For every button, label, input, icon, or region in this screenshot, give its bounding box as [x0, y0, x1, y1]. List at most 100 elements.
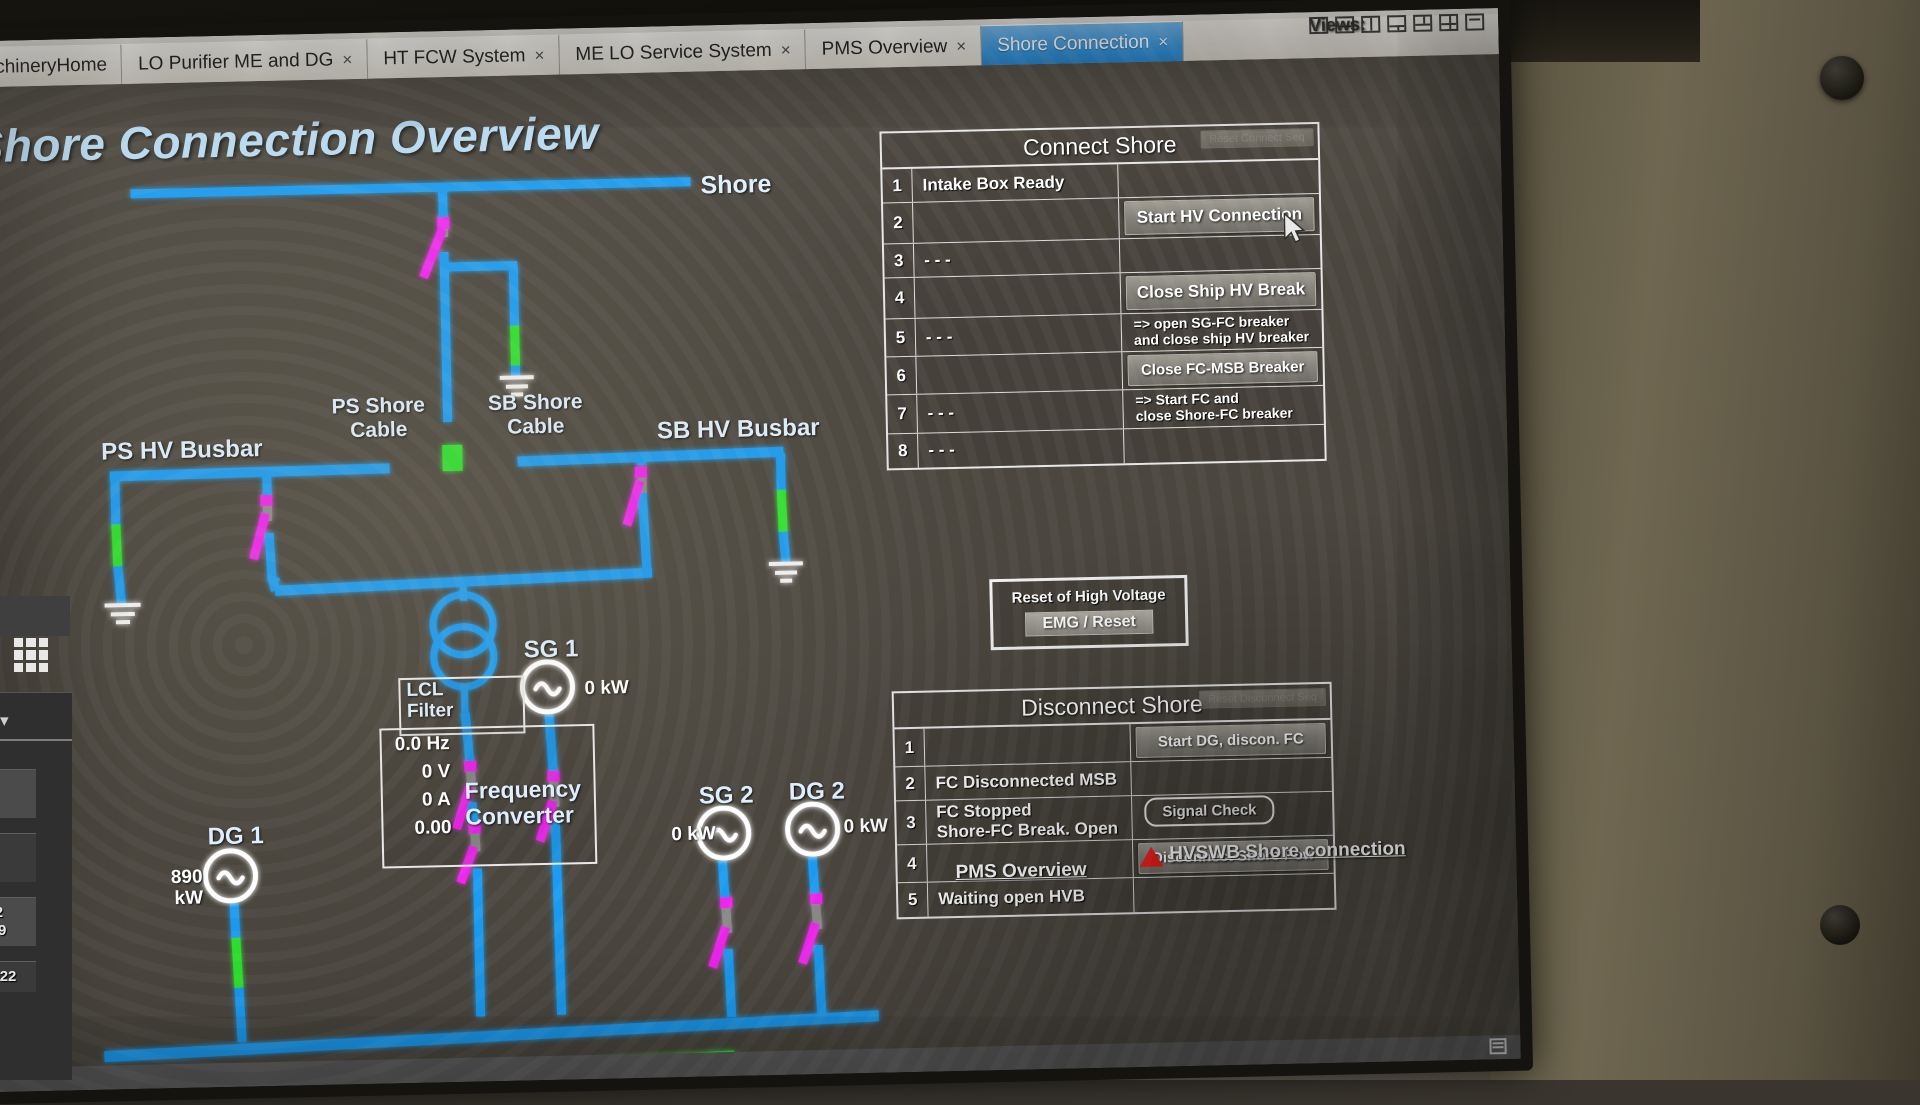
list-item: 6-07-2022: [0, 961, 36, 992]
row-status: FC Disconnected MSB: [925, 762, 1132, 799]
row-hint: => Start FC and close Shore-FC breaker: [1123, 386, 1324, 428]
reset-high-voltage-caption: Reset of High Voltage: [992, 586, 1184, 607]
generator-sg1-power: 0 kW: [584, 677, 629, 699]
fc-voltage-value: 0 V: [382, 761, 450, 784]
row-status: [915, 273, 1122, 317]
label-shore: Shore: [700, 170, 771, 200]
close-fc-msb-breaker-button[interactable]: Close FC-MSB Breaker: [1127, 351, 1318, 386]
close-icon[interactable]: ×: [342, 50, 352, 70]
label-ps-hv-busbar: PS HV Busbar: [101, 436, 263, 466]
list-item: 07-2022 5.51.379: [0, 897, 36, 946]
tab-label: ME LO Service System: [575, 39, 772, 65]
row-status: [916, 353, 1123, 394]
view-fullscreen-icon[interactable]: [1465, 13, 1484, 30]
tab-label: MachineryHome: [0, 54, 107, 79]
row-action: [1124, 425, 1325, 463]
view-three-top-icon[interactable]: [1413, 14, 1432, 31]
row-status: Intake Box Ready: [912, 164, 1119, 201]
generator-sg1-label: SG 1: [523, 636, 578, 664]
hmi-screen: MachineryHome LO Purifier ME and DG × HT…: [0, 8, 1521, 1092]
tab-label: Shore Connection: [997, 31, 1150, 56]
divider: [0, 739, 72, 741]
generator-dg1-power: 890 kW: [138, 866, 203, 910]
row-number: 8: [888, 433, 919, 468]
emg-reset-button[interactable]: EMG / Reset: [1025, 610, 1153, 637]
views-label: Views:: [1309, 14, 1366, 35]
row-number: 3: [896, 801, 927, 845]
row-status: Waiting open HVB: [928, 878, 1135, 916]
generator-sg2-power: 0 kW: [658, 823, 716, 846]
disconnect-shore-title: Disconnect Shore: [1021, 690, 1203, 721]
reset-high-voltage-box: Reset of High Voltage EMG / Reset: [989, 575, 1189, 650]
row-number: 2: [895, 767, 926, 801]
generator-dg1-label: DG 1: [207, 823, 264, 851]
close-icon[interactable]: ×: [1158, 32, 1168, 52]
row-action: [1118, 160, 1319, 197]
wall-fixture-upper: [1820, 56, 1864, 100]
row-number: 4: [885, 278, 916, 319]
shore-cable-status-indicator: [442, 445, 463, 471]
row-action: [1134, 874, 1335, 912]
tab-shore-connection[interactable]: Shore Connection ×: [981, 21, 1184, 65]
start-dg-disconnect-fc-button[interactable]: Start DG, discon. FC: [1135, 723, 1326, 758]
monitor-bezel: MachineryHome LO Purifier ME and DG × HT…: [0, 0, 1533, 1105]
view-four-quad-icon[interactable]: [1439, 14, 1458, 31]
connect-shore-table: Connect Shore Reset Connect Seq 1 Intake…: [879, 122, 1326, 470]
pms-overview-link[interactable]: PMS Overview: [955, 859, 1086, 884]
row-number: 5: [886, 319, 917, 357]
list-item: 7-2022 :30.113: [0, 833, 36, 882]
label-sb-shore-cable: SB Shore Cable: [480, 390, 591, 439]
tab-machineryhome[interactable]: MachineryHome: [0, 44, 123, 88]
fc-current-value: 0 A: [383, 789, 451, 812]
row-number: 4: [897, 845, 928, 883]
row-status: - - -: [917, 391, 1124, 433]
row-hint: => open SG-FC breaker and close ship HV …: [1121, 310, 1322, 352]
adjacent-app-title: S...: [0, 596, 70, 636]
close-ship-hv-break-button[interactable]: Close Ship HV Break: [1126, 272, 1317, 310]
hvswb-shore-connection-link[interactable]: HVSWB Shore connection: [1169, 838, 1406, 865]
tab-label: LO Purifier ME and DG: [138, 49, 334, 75]
row-number: 1: [882, 169, 913, 203]
tab-ht-fcw-system[interactable]: HT FCW System ×: [367, 34, 560, 78]
row-status: FC Stopped Shore-FC Break. Open: [926, 796, 1133, 844]
tab-me-lo-service-system[interactable]: ME LO Service System ×: [559, 29, 806, 74]
connect-shore-title: Connect Shore: [1023, 131, 1177, 161]
alarm-triangle-icon: [1139, 847, 1163, 868]
fc-power-factor-value: 0.00: [377, 817, 451, 840]
wifi-icon: ▾: [0, 711, 9, 731]
row-action: Close Ship HV Break: [1121, 269, 1322, 313]
row-number: 2: [883, 203, 914, 244]
tab-pms-overview[interactable]: PMS Overview ×: [805, 25, 981, 69]
tab-label: HT FCW System: [383, 45, 526, 70]
row-number: 5: [898, 883, 929, 918]
row-action: Start DG, discon. FC: [1130, 720, 1331, 761]
reset-disconnect-sequence-button[interactable]: Reset Disconnect Seq: [1199, 688, 1326, 709]
row-status: [924, 724, 1131, 765]
tab-label: PMS Overview: [821, 36, 947, 61]
row-status: - - -: [914, 239, 1121, 276]
label-sb-hv-busbar: SB HV Busbar: [657, 415, 820, 445]
close-icon[interactable]: ×: [956, 36, 966, 56]
row-status: - - -: [918, 429, 1125, 467]
adjacent-app-strip: S... ▾ -2022 62.620 7-2022 :30.113 07-20…: [0, 600, 72, 1080]
row-number: 3: [884, 244, 915, 278]
generator-dg2-label: DG 2: [789, 778, 846, 806]
row-status: - - -: [916, 314, 1123, 356]
control-panel: Connect Shore Reset Connect Seq 1 Intake…: [879, 121, 1356, 470]
row-number: 7: [887, 395, 918, 433]
row-status: [913, 198, 1120, 242]
row-action: Close FC-MSB Breaker: [1122, 348, 1323, 389]
generator-sg2-label: SG 2: [699, 782, 754, 810]
background-wall: [1490, 0, 1920, 1080]
row-number: 1: [894, 729, 925, 767]
close-icon[interactable]: ×: [534, 45, 544, 65]
reset-connect-sequence-button[interactable]: Reset Connect Seq: [1200, 128, 1314, 148]
app-grid-icon[interactable]: [14, 638, 48, 672]
tab-lo-purifier-me-and-dg[interactable]: LO Purifier ME and DG ×: [122, 39, 368, 84]
view-three-bottom-icon[interactable]: [1387, 15, 1406, 32]
close-icon[interactable]: ×: [781, 40, 791, 60]
adjacent-alarm-list: ▾ -2022 62.620 7-2022 :30.113 07-2022 5.…: [0, 692, 72, 1080]
signal-check-button[interactable]: Signal Check: [1144, 795, 1275, 827]
wall-fixture-lower: [1820, 905, 1860, 945]
menu-icon[interactable]: [1489, 1038, 1506, 1054]
